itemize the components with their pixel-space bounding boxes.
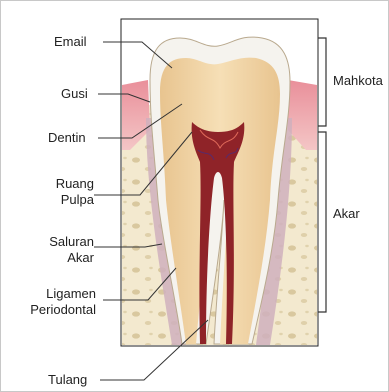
label-mahkota: Mahkota (333, 73, 383, 89)
label-akar: Akar (333, 206, 360, 222)
label-ruang-pulpa-line2: Pulpa (40, 192, 94, 208)
label-ruang-pulpa: Ruang Pulpa (40, 176, 94, 208)
label-tulang: Tulang (48, 372, 87, 388)
label-saluran-akar-line1: Saluran (30, 234, 94, 250)
label-saluran-akar: Saluran Akar (30, 234, 94, 266)
label-saluran-akar-line2: Akar (30, 250, 94, 266)
label-email: Email (54, 34, 87, 50)
label-ligamen-line1: Ligamen (6, 286, 96, 302)
label-ligamen-periodontal: Ligamen Periodontal (6, 286, 96, 318)
bracket-mahkota (318, 38, 326, 126)
label-dentin: Dentin (48, 130, 86, 146)
bracket-akar (318, 132, 326, 312)
label-gusi: Gusi (61, 86, 88, 102)
label-ligamen-line2: Periodontal (6, 302, 96, 318)
label-ruang-pulpa-line1: Ruang (40, 176, 94, 192)
